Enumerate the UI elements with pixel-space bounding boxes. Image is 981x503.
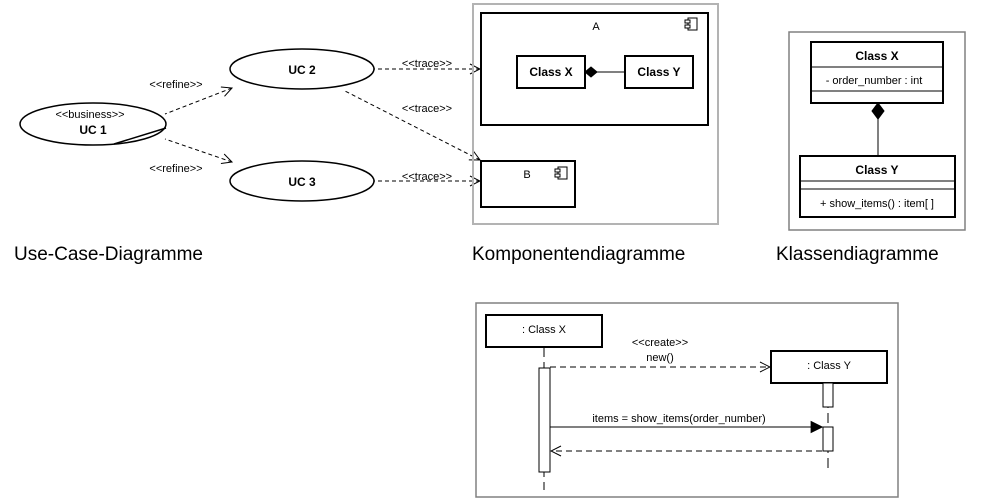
- component-icon: [684, 17, 698, 31]
- caption-use-case: Use-Case-Diagramme: [14, 244, 203, 265]
- activation-class-x: [538, 367, 551, 473]
- class-diagram-frame: [788, 31, 966, 231]
- class-x-name: Class X: [855, 49, 898, 63]
- uc1-name: UC 1: [79, 123, 107, 137]
- svg-text:Class X: Class X: [529, 65, 572, 79]
- component-a: A Class X Class Y: [480, 12, 709, 126]
- activation-class-y-2: [822, 426, 834, 452]
- trace-label-1: <<trace>>: [402, 58, 452, 70]
- refine-label-bottom: <<refine>>: [149, 163, 202, 175]
- sequence-diagram-frame: [475, 302, 899, 498]
- sequence-diagram: : Class X : Class Y <<create>> new() ite…: [475, 302, 899, 498]
- lifeline-x-label: : Class X: [522, 324, 567, 336]
- composition-diamond-a: [584, 66, 598, 78]
- class-x-box: Class X - order_number : int: [810, 41, 944, 104]
- refine-label-top: <<refine>>: [149, 79, 202, 91]
- component-a-class-y: Class Y: [624, 55, 694, 89]
- composition-diamond: [871, 102, 885, 120]
- uc3-name: UC 3: [288, 175, 316, 189]
- component-b: B: [480, 160, 576, 208]
- use-case-uc1: <<business>> UC 1: [19, 102, 167, 146]
- class-y-box: Class Y + show_items() : item[ ]: [799, 155, 956, 218]
- lifeline-class-y: : Class Y: [770, 350, 888, 470]
- uc2-name: UC 2: [288, 63, 316, 77]
- class-y-operation: + show_items() : item[ ]: [820, 198, 934, 210]
- business-use-case-marker: [113, 127, 167, 145]
- component-diagram: A Class X Class Y B: [472, 3, 719, 225]
- lifeline-y-label: : Class Y: [807, 360, 851, 372]
- trace-label-3: <<trace>>: [402, 171, 452, 183]
- refine-dependency-top: [164, 88, 232, 115]
- use-case-uc2: UC 2: [229, 48, 375, 90]
- uc1-stereotype: <<business>>: [55, 109, 124, 121]
- svg-text:Class Y: Class Y: [637, 65, 680, 79]
- call-message-label: items = show_items(order_number): [592, 413, 765, 425]
- caption-component: Komponentendiagramme: [472, 244, 685, 265]
- class-diagram: Class X - order_number : int Class Y + s…: [788, 31, 966, 231]
- component-a-name: A: [592, 21, 600, 33]
- lifeline-class-x: : Class X: [485, 314, 603, 490]
- activation-class-y-1: [822, 382, 834, 408]
- create-message-label: new(): [646, 352, 674, 364]
- class-y-name: Class Y: [855, 163, 898, 177]
- use-case-uc3: UC 3: [229, 160, 375, 202]
- trace-label-2: <<trace>>: [402, 103, 452, 115]
- component-icon: [554, 166, 568, 180]
- refine-dependency-bottom: [164, 138, 232, 162]
- class-x-attribute: - order_number : int: [826, 75, 923, 87]
- use-case-diagram: <<business>> UC 1 UC 2 UC 3 <<refine>> <…: [19, 48, 480, 202]
- trace-dependency-b-uc2: [342, 89, 480, 160]
- component-a-class-x: Class X: [516, 55, 586, 89]
- component-diagram-frame: [472, 3, 719, 225]
- create-stereotype: <<create>>: [632, 337, 688, 349]
- component-b-name: B: [523, 169, 530, 181]
- caption-class: Klassendiagramme: [776, 244, 939, 265]
